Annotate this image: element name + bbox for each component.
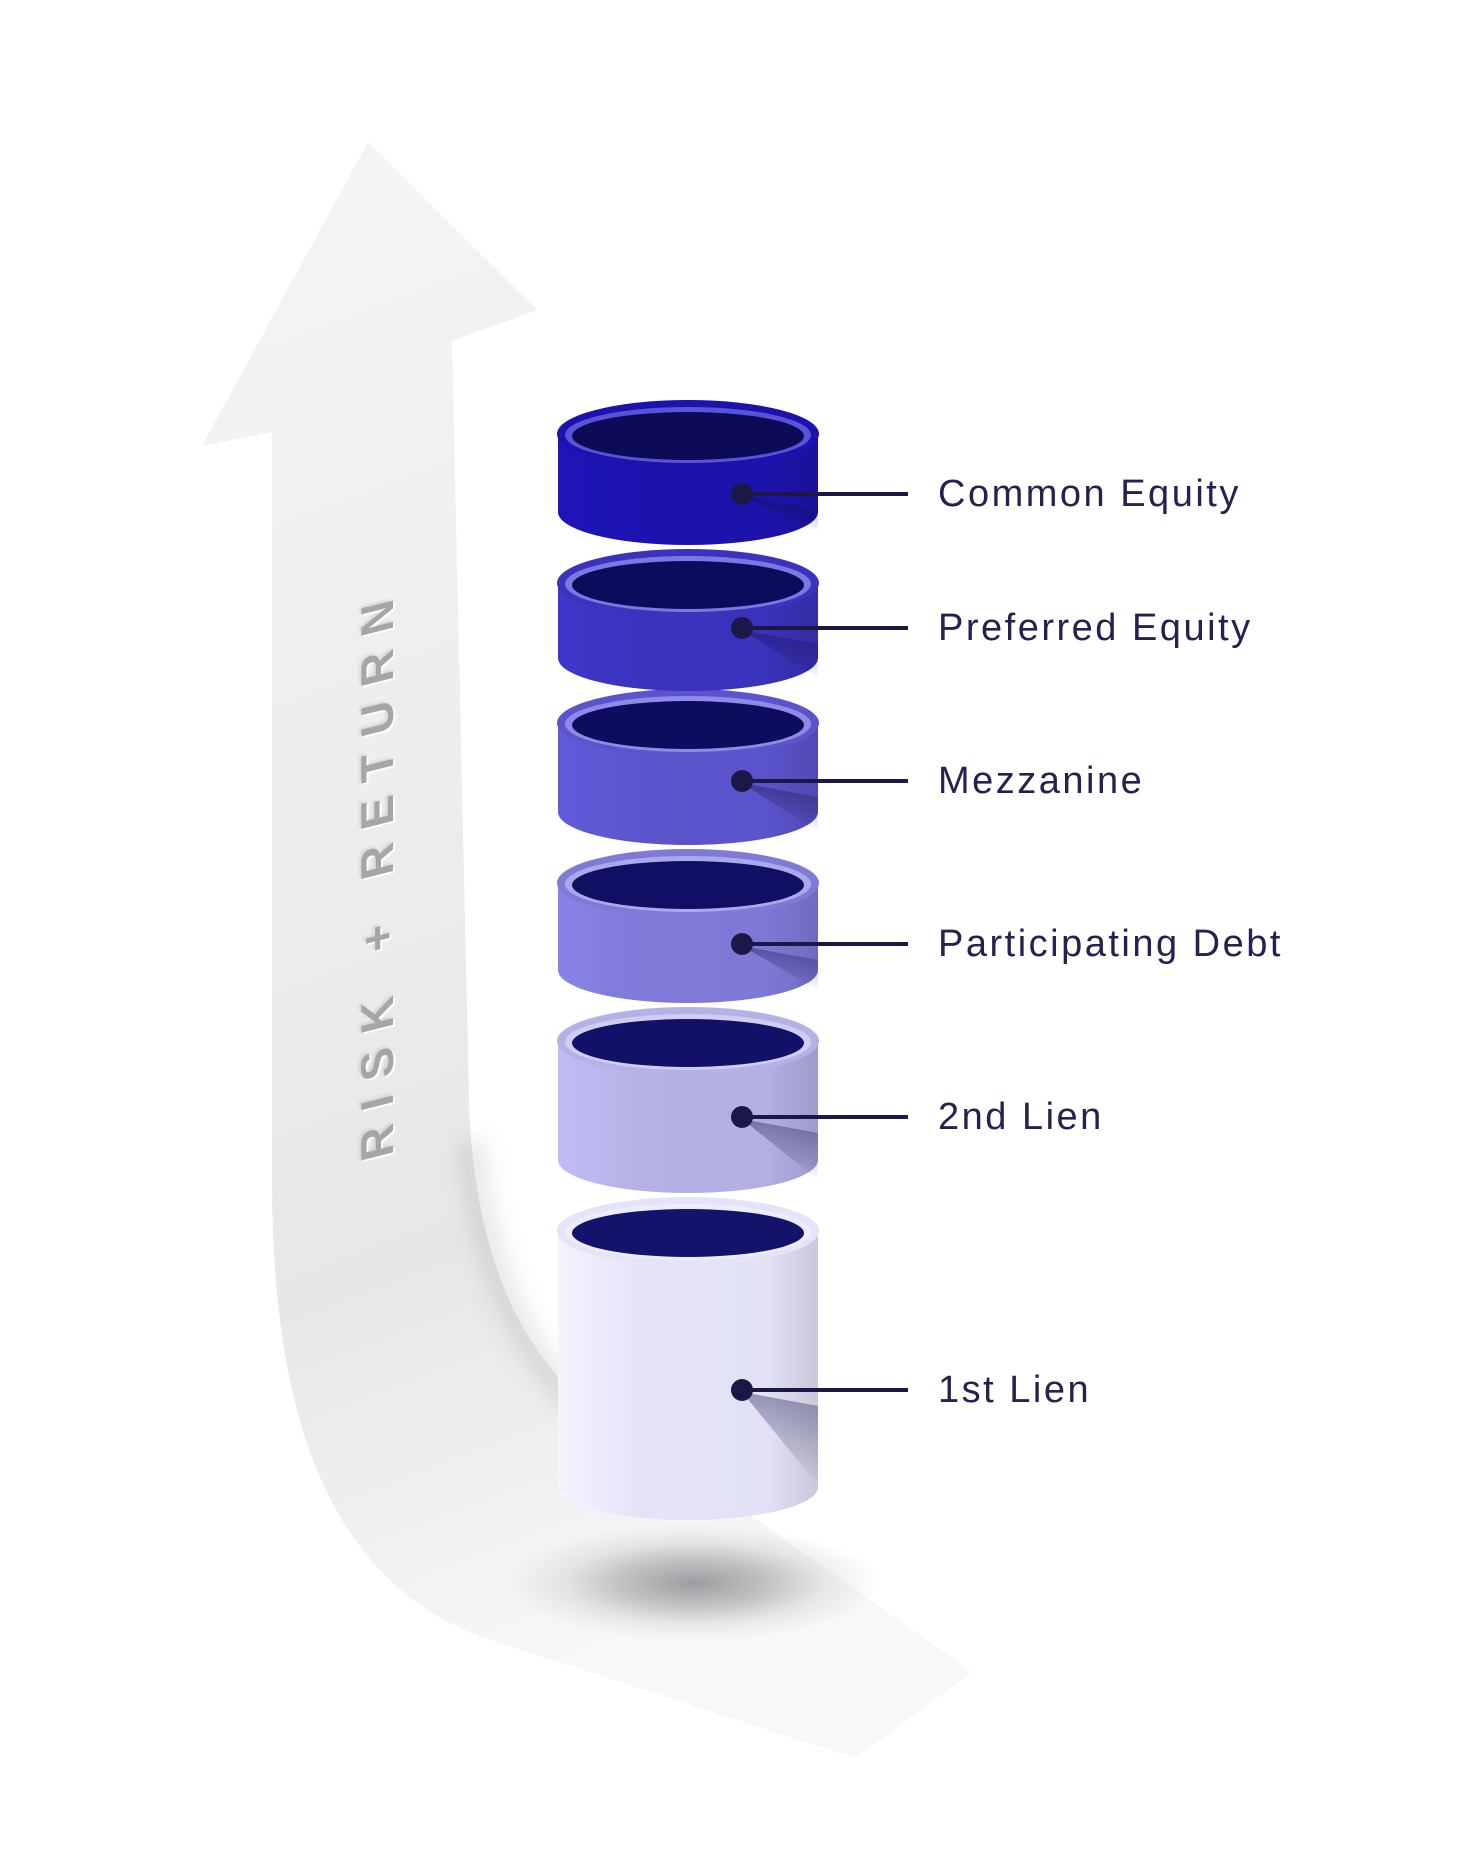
cylinder-wall [558,883,818,1003]
callout-line-shadow [742,496,818,532]
cylinder-interior [572,412,804,460]
cylinder-wall [558,723,818,845]
cylinder-segment-2 [557,689,819,845]
callout-layer [731,483,908,1485]
label-1st-lien: 1st Lien [938,1369,1092,1411]
callout-dot [731,1379,753,1401]
cylinder-interior [572,561,804,609]
cylinder-segment-5 [557,1197,819,1520]
callout-dot [731,770,753,792]
cylinder-interior [572,701,804,749]
label-mezzanine: Mezzanine [938,760,1145,802]
cylinder-interior [572,1019,804,1067]
cylinder-segment-1 [557,549,819,691]
callout-dot [731,483,753,505]
risk-return-label: RISK + RETURN [351,578,403,1166]
label-2nd-lien: 2nd Lien [938,1096,1104,1138]
cylinder-segment-3 [557,849,819,1003]
callout-0 [731,483,908,532]
callout-2 [731,770,908,832]
callout-dot [731,1106,753,1128]
cylinder-wall [558,1041,818,1193]
cylinder-wall [558,583,818,691]
callout-3 [731,933,908,990]
cylinder-interior [572,1209,804,1257]
callout-line-shadow [742,630,818,678]
callout-line-shadow [742,946,818,990]
callout-4 [731,1106,908,1180]
cylinder-interior [572,861,804,909]
callout-dot [731,933,753,955]
cylinder-segment-4 [557,1007,819,1193]
callout-dot [731,617,753,639]
cylinder-wall [558,1231,818,1520]
callout-line-shadow [742,1392,818,1485]
callout-line-shadow [742,783,818,832]
callout-line-shadow [742,1119,818,1180]
cylinder-wall [558,434,818,545]
label-participating-debt: Participating Debt [938,923,1283,965]
cylinder-segment-0 [557,400,819,545]
cylinder-stack [557,400,819,1520]
label-common-equity: Common Equity [938,473,1241,515]
floor-shadow [510,1525,880,1641]
callout-1 [731,617,908,678]
callout-5 [731,1379,908,1485]
risk-return-arrow-icon [202,142,972,1758]
label-preferred-equity: Preferred Equity [938,607,1253,649]
